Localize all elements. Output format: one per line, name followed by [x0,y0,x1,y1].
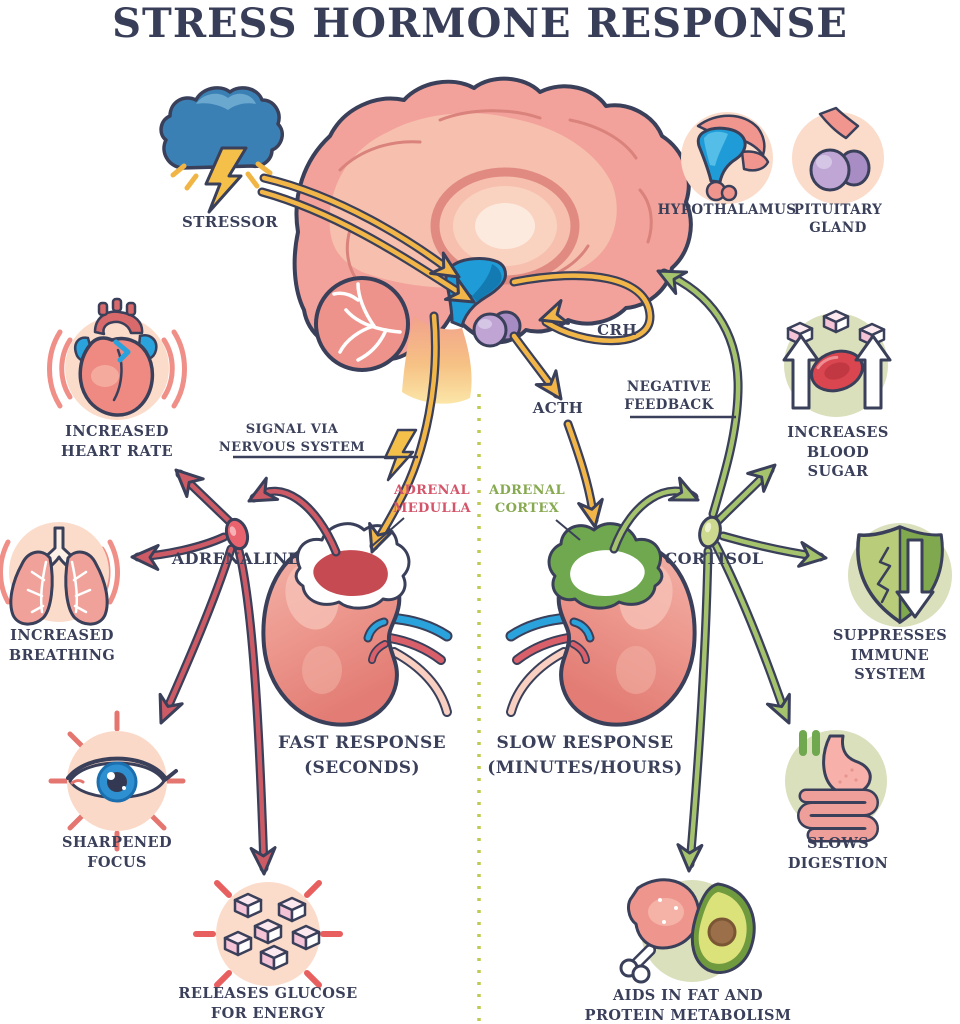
adrenaline-droplet [224,517,250,551]
lungs-icon [0,522,120,626]
cracked-shield-icon [848,523,952,627]
cortisol-droplet [698,515,722,549]
lightning-bolt-icon [204,146,248,214]
nervous-signal-label: SIGNAL VIA NERVOUS SYSTEM [218,422,366,455]
effect-breathing-label: INCREASED BREATHING [8,627,116,664]
down-arrow [895,538,935,619]
sugar-cubes-icon [193,880,343,988]
up-arrow-right [854,334,892,410]
hypothalamus-inset [681,112,773,204]
brain-gyri-lines [338,109,653,288]
adrenaline-label: ADRENALINE [171,549,301,568]
adrenal-medulla-label: ADRENAL MEDULLA [392,483,472,516]
effect-focus-label: SHARPENED FOCUS [62,834,172,871]
fast-response-label: FAST RESPONSE (SECONDS) [277,733,447,778]
effect-metabolism-label: AIDS IN FAT AND PROTEIN METABOLISM [584,987,792,1024]
avocado-half [690,882,756,974]
pituitary-inset [792,106,884,204]
up-arrow-left [782,334,820,410]
page-title: STRESS HORMONE RESPONSE [112,0,848,47]
pituitary-in-brain [472,310,522,348]
hypothalamus-inset-label: HYPOTHALAMUS [657,202,797,218]
cortisol-label: CORTISOL [664,549,764,568]
effect-digestion-label: SLOWS DIGESTION [787,835,889,872]
chicken-drumstick [619,878,701,984]
slow-response-label: SLOW RESPONSE (MINUTES/HOURS) [487,733,683,778]
effect-glucose-label: RELEASES GLUCOSE FOR ENERGY [178,985,358,1022]
effect-blood-sugar-label: INCREASES BLOOD SUGAR [787,424,889,481]
pause-bar [799,730,807,756]
pituitary-inset-label: PITUITARY GLAND [793,202,883,237]
drumstick-avocado-icon [619,878,756,984]
stressor-label: STRESSOR [182,213,278,231]
effect-heart-rate-label: INCREASED HEART RATE [61,423,173,460]
eye-icon [48,710,186,852]
blood-cell-sugar-icon [782,309,892,417]
pause-bar [812,730,820,756]
crh-label: CRH [597,321,637,339]
heart-icon [47,297,187,420]
red-blood-cell [810,349,864,393]
leader-lines [233,415,736,547]
stomach-intestines-icon [785,730,887,843]
acth-label: ACTH [532,399,584,417]
right-kidney-adrenal-cortex [511,522,695,725]
sugar-cube-cluster [223,892,321,971]
cerebellum [314,276,410,372]
effect-immune-label: SUPPRESSES IMMUNE SYSTEM [832,627,948,684]
brain-illustration [292,76,693,404]
stressor-cloud-icon [159,86,284,214]
adrenal-cortex-label: ADRENAL CORTEX [489,483,565,516]
negative-feedback-label: NEGATIVE FEEDBACK [624,379,714,414]
stress-spark-dashes [170,161,273,191]
